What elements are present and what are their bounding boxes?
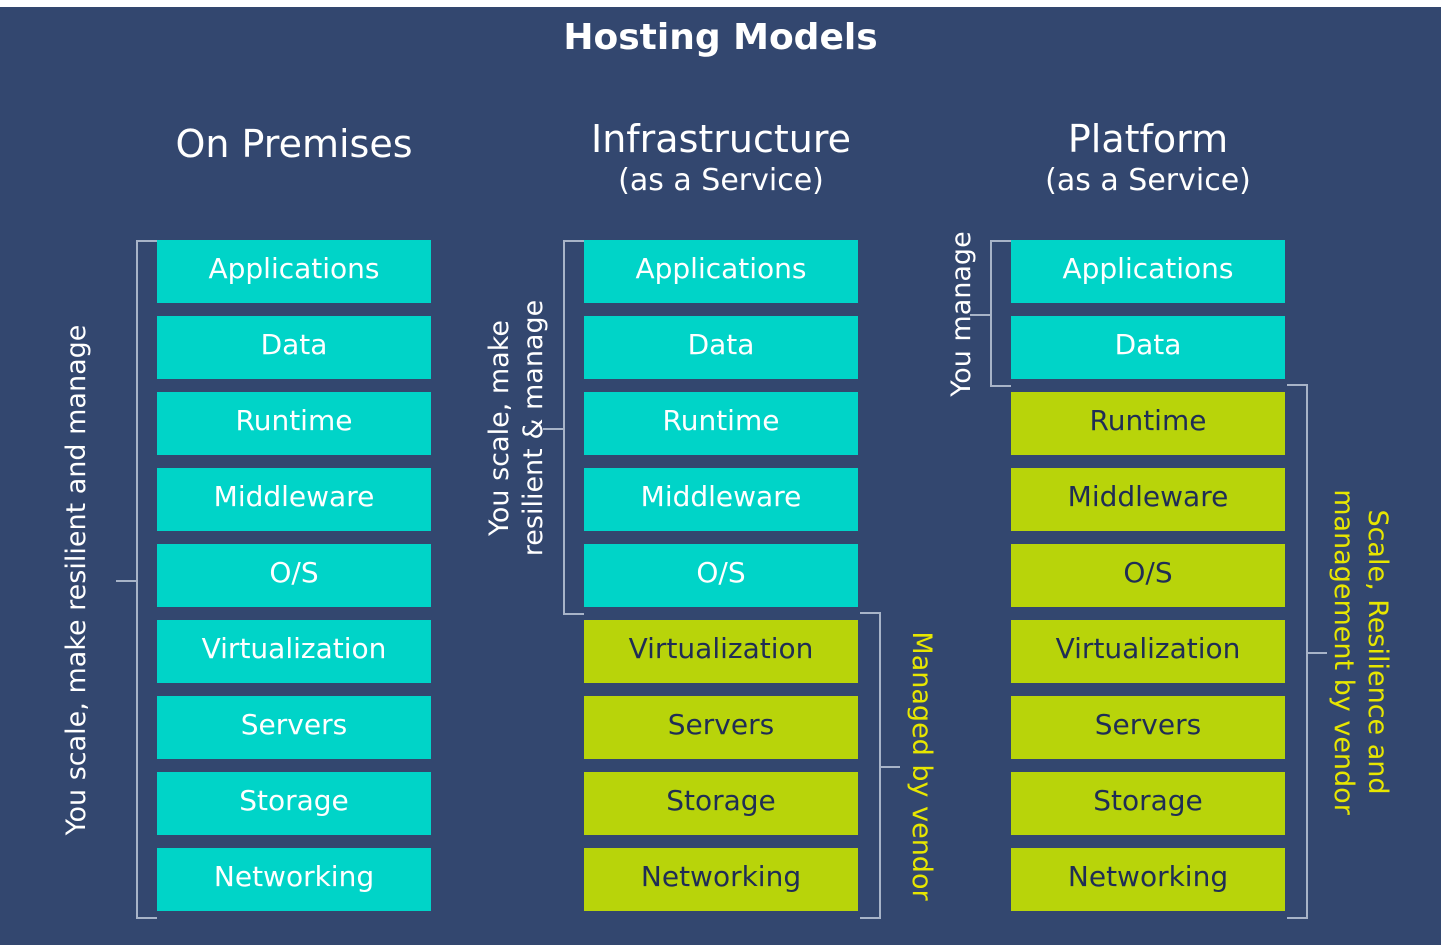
- layer-box-virtualization: Virtualization: [1011, 620, 1285, 683]
- layer-box-data: Data: [157, 316, 431, 379]
- layer-box-storage: Storage: [157, 772, 431, 835]
- bracket-tick: [970, 313, 990, 316]
- layer-box-servers: Servers: [584, 696, 858, 759]
- column-title: Infrastructure(as a Service): [504, 117, 938, 201]
- diagram-title: Hosting Models: [563, 17, 878, 58]
- layer-box-servers: Servers: [1011, 696, 1285, 759]
- layer-box-os: O/S: [1011, 544, 1285, 607]
- layer-box-networking: Networking: [1011, 848, 1285, 911]
- layer-box-middleware: Middleware: [584, 468, 858, 531]
- layer-box-data: Data: [1011, 316, 1285, 379]
- column-title: On Premises: [77, 122, 511, 166]
- layer-box-data: Data: [584, 316, 858, 379]
- layer-box-os: O/S: [584, 544, 858, 607]
- you-manage-label: You scale, make resilient and manage: [61, 324, 92, 835]
- layer-box-networking: Networking: [157, 848, 431, 911]
- column-title-text: On Premises: [175, 122, 413, 166]
- column-subtitle: (as a Service): [1045, 163, 1251, 198]
- layer-box-runtime: Runtime: [157, 392, 431, 455]
- layer-box-applications: Applications: [157, 240, 431, 303]
- layer-box-middleware: Middleware: [1011, 468, 1285, 531]
- layer-box-storage: Storage: [584, 772, 858, 835]
- layer-box-os: O/S: [157, 544, 431, 607]
- column-title-text: Platform: [1067, 117, 1229, 161]
- layer-box-storage: Storage: [1011, 772, 1285, 835]
- layer-box-networking: Networking: [584, 848, 858, 911]
- bracket-tick: [543, 427, 563, 430]
- you-manage-bracket: [136, 240, 157, 919]
- you-manage-label: You scale, make resilient & manage: [484, 299, 549, 556]
- you-manage-label: You manage: [946, 230, 977, 397]
- vendor-managed-bracket: [860, 612, 881, 919]
- column-title: Platform(as a Service): [931, 117, 1365, 201]
- layer-box-runtime: Runtime: [1011, 392, 1285, 455]
- bracket-tick: [116, 579, 136, 582]
- bracket-tick: [880, 765, 900, 768]
- layer-box-virtualization: Virtualization: [157, 620, 431, 683]
- layer-box-servers: Servers: [157, 696, 431, 759]
- layer-box-middleware: Middleware: [157, 468, 431, 531]
- layer-box-applications: Applications: [584, 240, 858, 303]
- vendor-managed-bracket: [1287, 384, 1308, 919]
- bracket-tick: [1307, 651, 1327, 654]
- you-manage-bracket: [563, 240, 584, 615]
- layer-box-applications: Applications: [1011, 240, 1285, 303]
- layer-box-virtualization: Virtualization: [584, 620, 858, 683]
- column-subtitle: (as a Service): [618, 163, 824, 198]
- vendor-managed-label: Managed by vendor: [906, 630, 937, 901]
- layer-box-runtime: Runtime: [584, 392, 858, 455]
- column-title-text: Infrastructure: [590, 117, 852, 161]
- vendor-managed-label: Scale, Resilience and management by vend…: [1328, 488, 1393, 815]
- you-manage-bracket: [990, 240, 1011, 387]
